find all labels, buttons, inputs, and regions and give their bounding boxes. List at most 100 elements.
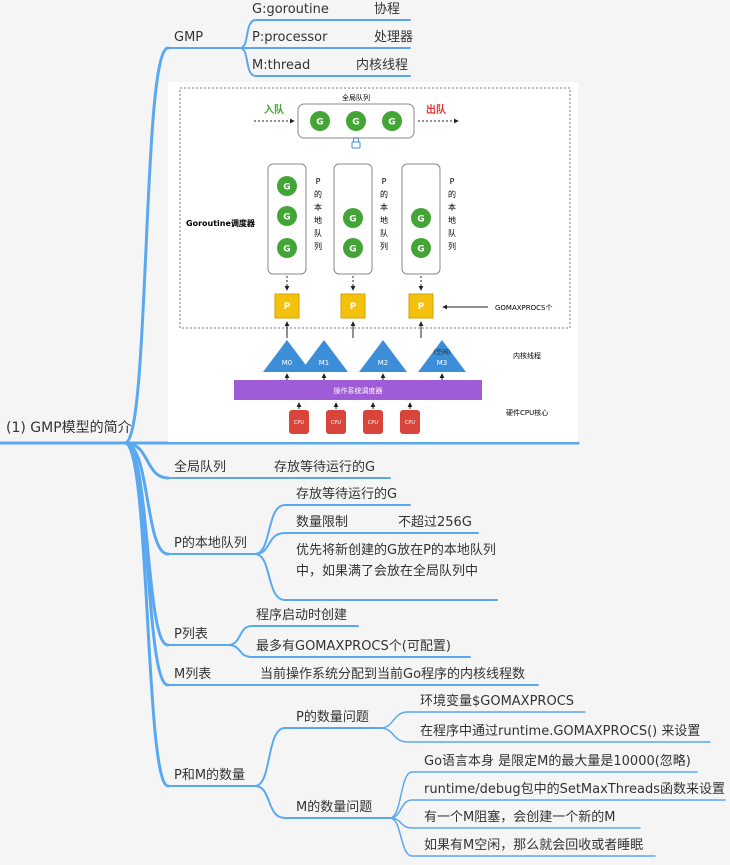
- processor-p-1: P: [274, 293, 300, 319]
- m-count-limit[interactable]: Go语言本身 是限定M的最大量是10000(忽略): [424, 754, 691, 769]
- svg-text:G: G: [316, 118, 323, 128]
- svg-text:G: G: [417, 245, 424, 255]
- svg-text:P: P: [284, 302, 291, 312]
- svg-text:G: G: [283, 245, 290, 255]
- svg-text:M3: M3: [437, 359, 448, 367]
- p-local-item-priority[interactable]: 优先将新创建的G放在P的本地队列中，如果满了会放在全局队列中: [296, 543, 496, 579]
- svg-text:地: 地: [380, 215, 388, 225]
- gmp-g-desc[interactable]: 协程: [374, 2, 401, 17]
- svg-text:队: 队: [448, 228, 456, 238]
- m-count-idle[interactable]: 如果有M空闲，那么就会回收或者睡眠: [424, 838, 644, 853]
- svg-text:本: 本: [380, 202, 388, 212]
- svg-text:G: G: [349, 215, 356, 225]
- svg-text:地: 地: [448, 215, 456, 225]
- scheduler-boundary: [179, 87, 571, 329]
- svg-text:P: P: [418, 302, 425, 312]
- m-count-blocked[interactable]: 有一个M阻塞，会创建一个新的M: [424, 810, 616, 825]
- svg-text:G: G: [388, 118, 395, 128]
- local-queue-2: G G P 的 本 地 队 列: [333, 163, 388, 275]
- svg-text:列: 列: [448, 241, 456, 251]
- p-count-runtime[interactable]: 在程序中通过runtime.GOMAXPROCS() 来设置: [420, 724, 701, 739]
- svg-text:队: 队: [380, 228, 388, 238]
- thread-m3: M3 (空闲): [418, 340, 466, 372]
- thread-m1: M1: [300, 340, 348, 372]
- svg-text:P: P: [316, 177, 321, 186]
- p-count-problem[interactable]: P的数量问题: [296, 710, 369, 725]
- processor-p-2: P: [340, 293, 366, 319]
- pm-count-topic[interactable]: P和M的数量: [174, 768, 246, 783]
- gmp-m-name[interactable]: M:thread: [252, 58, 311, 73]
- cpu-core-4: CPU: [400, 410, 420, 434]
- svg-text:M0: M0: [282, 359, 293, 367]
- m-list-desc[interactable]: 当前操作系统分配到当前Go程序的内核线程数: [260, 667, 526, 682]
- svg-text:的: 的: [448, 189, 456, 199]
- p-list-item-created[interactable]: 程序启动时创建: [256, 608, 348, 623]
- p-list-item-max[interactable]: 最多有GOMAXPROCS个(可配置): [256, 639, 451, 654]
- m-count-problem[interactable]: M的数量问题: [296, 800, 373, 815]
- thread-m2: M2: [359, 340, 407, 372]
- dequeue-label: 出队: [426, 103, 447, 116]
- svg-text:地: 地: [314, 215, 322, 225]
- svg-text:的: 的: [380, 189, 388, 199]
- global-queue-desc[interactable]: 存放等待运行的G: [274, 460, 376, 475]
- gomaxprocs-label: GOMAXPROCS个: [495, 304, 552, 312]
- global-queue-topic[interactable]: 全局队列: [174, 460, 227, 475]
- global-g-1: G: [310, 111, 330, 131]
- svg-text:CPU: CPU: [294, 420, 305, 426]
- p-list-topic[interactable]: P列表: [174, 627, 208, 642]
- svg-text:(空闲): (空闲): [434, 348, 451, 356]
- gmp-p-name[interactable]: P:processor: [252, 30, 328, 45]
- svg-text:M1: M1: [319, 359, 330, 367]
- svg-text:G: G: [349, 245, 356, 255]
- svg-text:P: P: [450, 177, 455, 186]
- cpu-core-3: CPU: [363, 410, 383, 434]
- svg-text:G: G: [417, 215, 424, 225]
- gmp-p-desc[interactable]: 处理器: [374, 30, 414, 45]
- processor-p-3: P: [408, 293, 434, 319]
- svg-text:CPU: CPU: [405, 420, 416, 426]
- svg-text:本: 本: [314, 202, 322, 212]
- p-local-queue-topic[interactable]: P的本地队列: [174, 536, 247, 551]
- svg-text:的: 的: [314, 189, 322, 199]
- lock-icon: [351, 137, 361, 149]
- p-local-limit-value[interactable]: 不超过256G: [398, 515, 472, 530]
- global-g-2: G: [346, 111, 366, 131]
- gmp-m-desc[interactable]: 内核线程: [356, 58, 409, 73]
- m-count-setmaxthreads[interactable]: runtime/debug包中的SetMaxThreads函数来设置: [424, 782, 726, 797]
- local-queue-3: G G P 的 本 地 队 列: [401, 163, 456, 275]
- goroutine-scheduler-label: Goroutine调度器: [186, 218, 256, 228]
- os-scheduler-label: 操作系统调度器: [334, 386, 383, 395]
- svg-text:P: P: [382, 177, 387, 186]
- svg-text:M2: M2: [378, 359, 389, 367]
- svg-text:列: 列: [314, 241, 322, 251]
- svg-text:G: G: [283, 183, 290, 193]
- hardware-cpu-label: 硬件CPU核心: [506, 408, 548, 417]
- p-local-limit-label[interactable]: 数量限制: [296, 515, 349, 530]
- gmp-model-figure: 全局队列 G G G 入队 出队 Goroutine调度器 G G G: [168, 82, 578, 442]
- enqueue-label: 入队: [264, 103, 285, 116]
- m-list-topic[interactable]: M列表: [174, 667, 212, 682]
- global-queue-title: 全局队列: [342, 93, 370, 102]
- thread-m0: M0: [263, 340, 311, 372]
- svg-text:CPU: CPU: [331, 420, 342, 426]
- kernel-thread-label: 内核线程: [513, 351, 541, 360]
- svg-text:P: P: [350, 302, 357, 312]
- svg-text:G: G: [283, 213, 290, 223]
- p-count-env[interactable]: 环境变量$GOMAXPROCS: [420, 694, 575, 709]
- svg-text:列: 列: [380, 241, 388, 251]
- local-queue-1: G G G P 的 本 地 队 列: [267, 163, 322, 275]
- svg-text:队: 队: [314, 228, 322, 238]
- svg-text:CPU: CPU: [368, 420, 379, 426]
- global-g-3: G: [382, 111, 402, 131]
- p-local-item-store[interactable]: 存放等待运行的G: [296, 487, 398, 502]
- root-topic[interactable]: (1) GMP模型的简介: [6, 420, 132, 436]
- svg-text:本: 本: [448, 202, 456, 212]
- svg-text:G: G: [352, 118, 359, 128]
- os-scheduler-bar: [234, 380, 482, 400]
- cpu-core-2: CPU: [326, 410, 346, 434]
- gmp-topic[interactable]: GMP: [174, 30, 204, 45]
- gmp-g-name[interactable]: G:goroutine: [252, 2, 329, 17]
- cpu-core-1: CPU: [289, 410, 309, 434]
